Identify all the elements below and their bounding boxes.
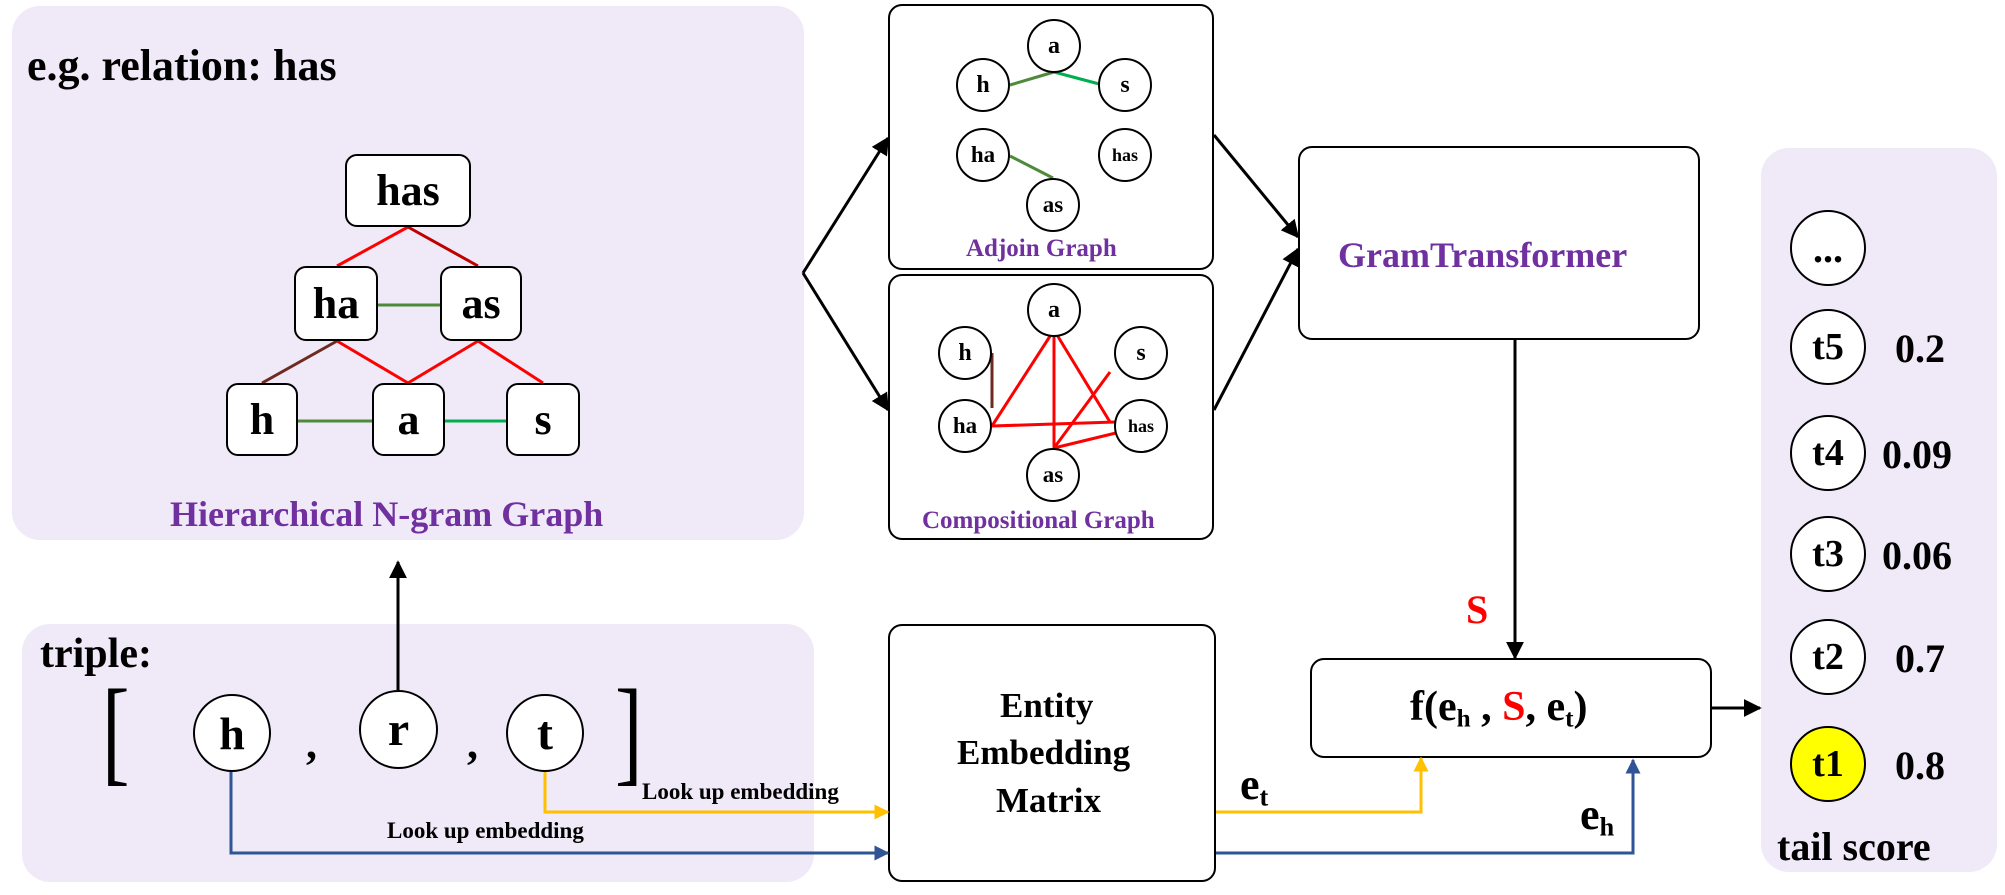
node-has: has [345,154,471,227]
tail-lookup-arrows [543,756,1429,820]
tail-score-t5: 0.2 [1895,326,1945,371]
adjoin-graph-caption: Adjoin Graph [966,235,1117,262]
gram-transformer-label: GramTransformer [1338,235,1628,275]
adjoin-node-h: h [956,58,1010,112]
hierarchical-graph-caption: Hierarchical N-gram Graph [170,494,604,534]
embedding-matrix-box [888,624,1216,882]
compositional-node-s: s [1114,326,1168,380]
tail-candidate-t3: t3 [1790,516,1866,592]
adjoin-node-has: has [1098,128,1152,182]
lookup-label-head: Look up embedding [387,818,584,843]
tail-score-t4: 0.09 [1882,432,1952,477]
compositional-node-a: a [1027,283,1081,337]
adjoin-node-a: a [1027,19,1081,73]
score-function-box [1310,658,1712,758]
adjoin-node-s: s [1098,58,1152,112]
tail-score-t3: 0.06 [1882,533,1952,578]
compositional-graph-caption: Compositional Graph [922,507,1155,534]
compositional-node-ha: ha [938,399,992,453]
open-bracket: [ [102,665,130,796]
hierarchical-graph-edges [261,225,544,423]
triple-tail: t [506,694,584,772]
tail-candidate-t5: t5 [1790,309,1866,385]
close-bracket: ] [615,665,643,796]
node-s: s [506,383,580,456]
adjoin-node-ha: ha [956,128,1010,182]
triple-title: triple: [40,631,152,677]
node-a: a [372,383,445,456]
node-ha: ha [294,266,378,341]
compositional-node-h: h [938,326,992,380]
triple-head: h [193,694,271,772]
compositional-node-as: as [1026,448,1080,502]
separator-2: , [467,719,478,768]
tail-ellipsis: ... [1790,210,1866,286]
tail-score-t2: 0.7 [1895,636,1945,681]
head-lookup-arrows [229,758,1641,861]
embedding-matrix-line1: Entity [1000,686,1094,725]
node-as: as [440,266,522,341]
relation-title: e.g. relation: has [27,41,337,90]
triple-relation: r [359,690,438,769]
tail-candidate-t1: t1 [1790,726,1866,802]
embedding-matrix-line2: Embedding [957,733,1131,772]
compositional-graph-edges [990,329,1121,450]
compositional-node-has: has [1114,399,1168,453]
flow-arrows [389,134,1762,717]
separator-1: , [306,719,317,768]
score-function-formula: f(eh , S, et) [1410,684,1588,733]
eh-label: eh [1580,790,1615,842]
s-label: S [1466,587,1489,632]
embedding-matrix-line3: Matrix [996,781,1101,820]
adjoin-graph-edges [1009,70,1104,180]
gram-transformer-box [1298,146,1700,340]
node-h: h [226,383,298,456]
lookup-label-tail: Look up embedding [642,779,839,804]
tail-candidate-t2: t2 [1790,619,1866,695]
et-label: et [1240,760,1269,812]
tail-candidate-t4: t4 [1790,415,1866,491]
adjoin-node-as: as [1026,178,1080,232]
tail-score-t1: 0.8 [1895,743,1945,788]
tail-score-title: tail score [1777,824,1931,869]
